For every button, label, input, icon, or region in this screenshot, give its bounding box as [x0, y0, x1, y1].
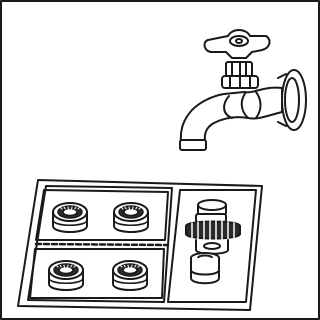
hose-adapter-icon	[53, 203, 87, 232]
hose-adapter-icon	[49, 261, 83, 290]
rubber-washer-icon	[191, 253, 219, 283]
faucet-handle	[205, 30, 270, 58]
panel-divider	[36, 244, 168, 245]
faucet-bonnet	[222, 62, 258, 88]
faucet-icon	[180, 30, 306, 150]
adapter-kit-card	[18, 180, 262, 310]
hose-adapter-icon	[114, 203, 148, 232]
hose-adapter-icon	[113, 261, 147, 290]
faucet-spout	[180, 88, 282, 150]
